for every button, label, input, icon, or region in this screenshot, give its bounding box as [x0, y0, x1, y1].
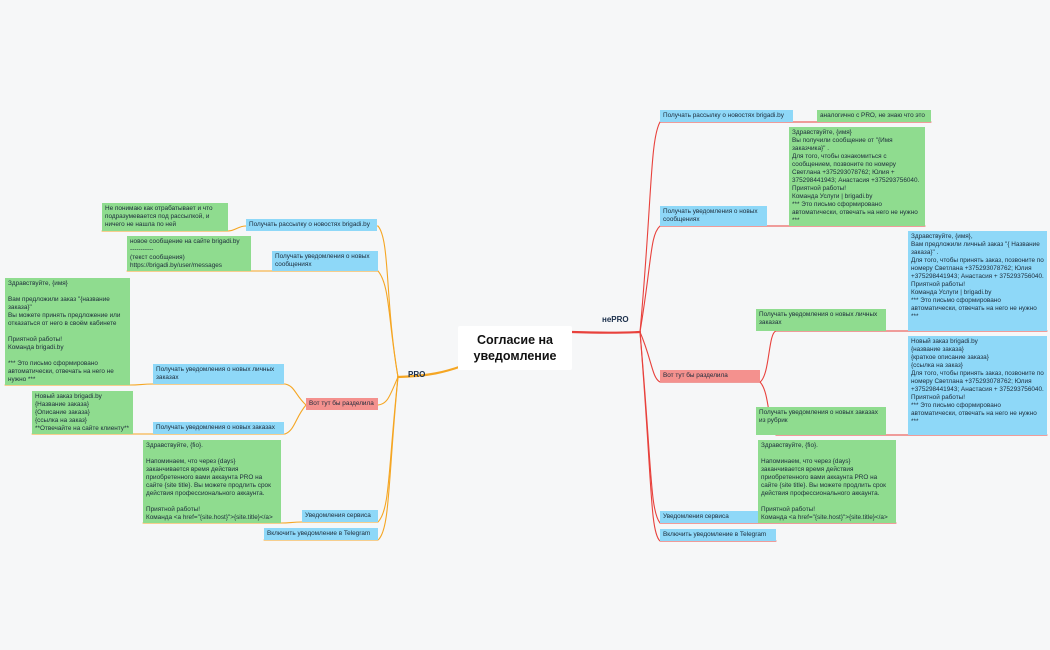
left-service-note[interactable]: Здравствуйте, {fio}. Напоминаем, что чер…	[143, 440, 281, 523]
connector-right-service	[639, 331, 765, 524]
root-topic[interactable]: Согласие на уведомление	[458, 326, 572, 370]
right-messages-note[interactable]: Здравствуйте, {имя} Вы получили сообщени…	[789, 127, 925, 226]
right-rubric-note[interactable]: Новый заказ brigadi.by {название заказа}…	[908, 336, 1047, 435]
right-personal-note[interactable]: Здравствуйте, {имя}, Вам предложили личн…	[908, 231, 1047, 331]
connector-right-news	[639, 121, 796, 333]
left-news-node[interactable]: Получать рассылку о новостях brigadi.by	[246, 219, 377, 231]
left-news-note[interactable]: Не понимаю как отрабатывает и что подраз…	[102, 203, 228, 231]
left-split-node[interactable]: Вот тут бы разделила	[306, 398, 378, 410]
connector-right-messages	[639, 225, 769, 333]
right-messages-node[interactable]: Получать уведомления о новых сообщениях	[660, 206, 767, 226]
connector-rsplit-personal	[759, 330, 887, 383]
left-personal-node[interactable]: Получать уведомления о новых личных зака…	[153, 364, 284, 384]
right-service-note[interactable]: Здравствуйте, {fio}. Напоминаем, что чер…	[758, 440, 896, 523]
connector-left-news	[245, 225, 399, 378]
left-personal-note[interactable]: Здравствуйте, {имя} Вам предложили заказ…	[5, 278, 130, 385]
branch-pro-label[interactable]: PRO	[408, 371, 426, 379]
right-telegram-node[interactable]: Включить уведомление в Telegram	[660, 529, 776, 541]
right-personal-node[interactable]: Получать уведомления о новых личных зака…	[756, 309, 886, 331]
connector-left-trunk	[396, 364, 464, 379]
connector-personal-note	[4, 383, 154, 386]
branch-nepro-label[interactable]: неPRO	[602, 316, 629, 324]
connector-left-split	[305, 376, 399, 406]
right-news-note[interactable]: аналогично с PRO, не знаю что это	[817, 110, 931, 122]
left-orders-note[interactable]: Новый заказ brigadi.by {Название заказа}…	[32, 391, 133, 434]
right-split-node[interactable]: Вот тут бы разделила	[660, 370, 760, 382]
connector-right-trunk	[570, 330, 642, 334]
connector-service-note	[142, 521, 303, 524]
connector-left-messages	[271, 270, 399, 378]
connector-split-personal	[152, 383, 307, 406]
right-rubric-node[interactable]: Получать уведомления о новых заказах из …	[756, 407, 886, 435]
left-orders-node[interactable]: Получать уведомления о новых заказах	[153, 422, 284, 434]
connector-right-split	[639, 331, 761, 383]
connector-left-telegram	[263, 376, 399, 541]
connector-news-note	[101, 225, 247, 232]
right-service-node[interactable]: Уведомления сервиса	[660, 511, 764, 523]
left-telegram-node[interactable]: Включить уведомление в Telegram	[264, 528, 378, 540]
left-messages-note[interactable]: новое сообщение на сайте brigadi.by ----…	[127, 236, 251, 271]
connector-right-telegram	[639, 331, 777, 542]
left-service-node[interactable]: Уведомления сервиса	[302, 510, 378, 522]
connector-split-orders	[152, 404, 307, 435]
right-news-node[interactable]: Получать рассылку о новостях brigadi.by	[660, 110, 793, 122]
left-messages-node[interactable]: Получать уведомления о новых сообщениях	[272, 251, 378, 271]
